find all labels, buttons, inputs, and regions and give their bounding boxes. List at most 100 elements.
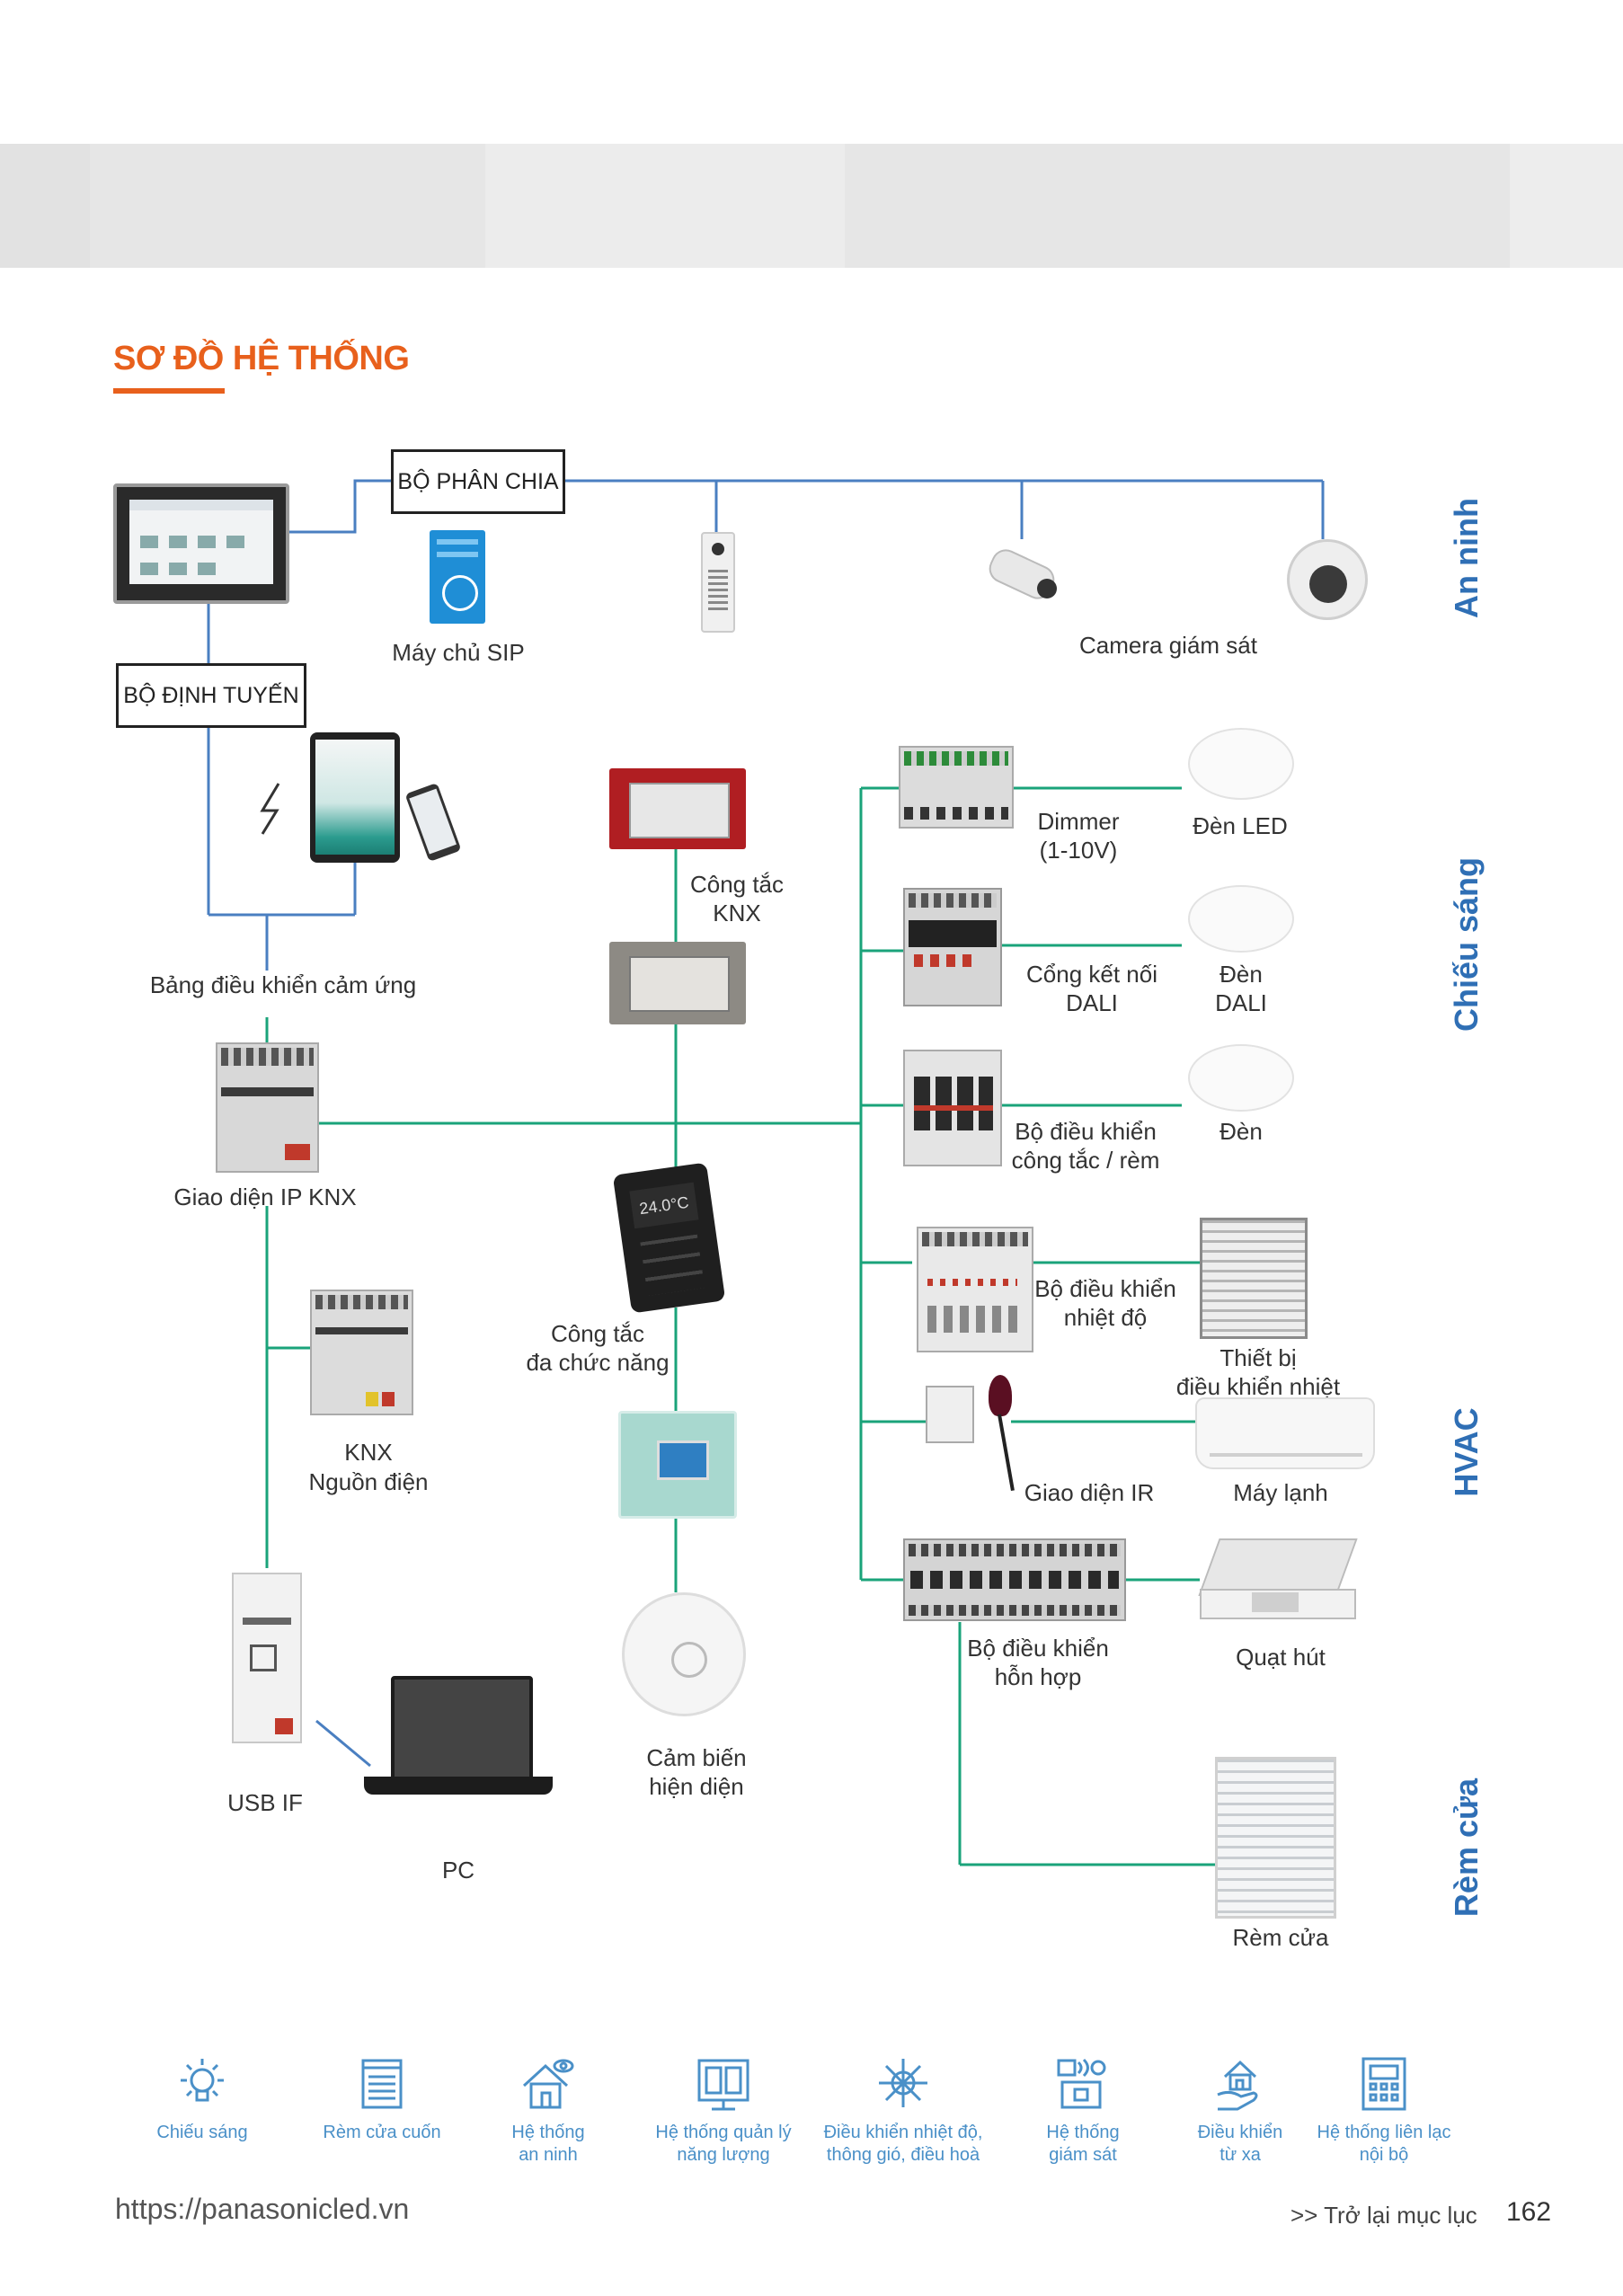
- pc-label: PC: [441, 1857, 475, 1884]
- bullet-camera-icon: [980, 539, 1065, 611]
- energy-meter-icon: [697, 2059, 749, 2111]
- knx-bus-lines: [265, 786, 1215, 1866]
- tablet-icon: [310, 732, 400, 863]
- router-box: BỘ ĐỊNH TUYẾN: [116, 663, 306, 728]
- lamp-icon: [1188, 1044, 1294, 1112]
- camera-monitor-icon: [1057, 2058, 1106, 2109]
- feature-lighting: Chiếu sáng: [117, 2053, 288, 2144]
- mixed-label-1: Bộ điều khiển: [967, 1635, 1109, 1662]
- dali-gateway-label-1: Cổng kết nối: [1026, 961, 1157, 988]
- touch-panel-label: Bảng điều khiển cảm ứng: [149, 971, 417, 998]
- presence-label-1: Cảm biến: [646, 1744, 747, 1771]
- remote-hand-house-icon: [1217, 2060, 1258, 2111]
- dali-lamp-icon: [1188, 885, 1294, 953]
- feature-label-3: Hệ thống: [511, 2123, 585, 2142]
- feature-label-7: Điều khiển: [1197, 2123, 1283, 2142]
- section-title: SƠ ĐỒ HỆ THỐNG: [113, 340, 410, 377]
- cassette-fan-icon: [1198, 1538, 1358, 1628]
- feature-label-4: Hệ thống quản lý: [655, 2123, 792, 2142]
- knx-switch-label-1: Công tắc: [689, 871, 785, 898]
- fan-label: Quạt hút: [1236, 1644, 1326, 1671]
- thermostat-display: 24.0°C: [629, 1182, 699, 1229]
- presence-label-2: hiện diện: [649, 1773, 744, 1800]
- dimmer-label-2: (1-10V): [1039, 837, 1118, 864]
- knx-power-label-2: Nguồn điện: [308, 1468, 429, 1495]
- knx-switch-red-icon: [609, 768, 746, 849]
- intercom-icon: [1361, 2057, 1406, 2111]
- page-number: 162: [1506, 2197, 1552, 2227]
- feature-label-5: Điều khiển nhiệt độ,: [823, 2123, 983, 2142]
- touch-panel-screen: [113, 483, 289, 604]
- dali-gateway-label-2: DALI: [1066, 989, 1118, 1016]
- feature-label-2: Rèm cửa cuốn: [323, 2123, 441, 2142]
- dimmer-device-icon: [899, 746, 1014, 829]
- feature-surveillance: Hệ thống giám sát: [998, 2053, 1168, 2167]
- temp-ctrl-label-1: Bộ điều khiển: [1034, 1275, 1176, 1302]
- lamp-label: Đèn: [1219, 1118, 1263, 1145]
- ac-label: Máy lạnh: [1233, 1479, 1328, 1506]
- switch-ctrl-label-1: Bộ điều khiển: [1015, 1118, 1157, 1145]
- window-curtain-icon: [1215, 1757, 1336, 1919]
- multifunction-switch-icon: 24.0°C: [612, 1162, 726, 1314]
- back-to-contents-link[interactable]: >> Trở lại mục lục: [1290, 2202, 1477, 2229]
- side-label-hvac: HVAC: [1448, 1407, 1485, 1497]
- feature-label-8: Hệ thống liên lạc: [1317, 2123, 1451, 2142]
- dali-lamp-label-2: DALI: [1215, 989, 1267, 1016]
- light-bulb-icon: [181, 2059, 224, 2102]
- mixed-label-2: hỗn hợp: [994, 1663, 1082, 1690]
- usb-if-label: USB IF: [227, 1789, 303, 1816]
- thermal-dev-label-2: điều khiển nhiệt: [1175, 1373, 1341, 1400]
- lightning-icon: [255, 782, 288, 836]
- air-conditioner-icon: [1195, 1397, 1375, 1469]
- ir-label: Giao diện IR: [1024, 1479, 1155, 1506]
- switch-ctrl-label-2: công tắc / rèm: [1011, 1147, 1160, 1174]
- side-label-curtain: Rèm cửa: [1448, 1777, 1485, 1918]
- feature-energy: Hệ thống quản lý năng lượng: [638, 2053, 809, 2167]
- presence-sensor-icon: [622, 1592, 746, 1716]
- roller-shutter-icon: [361, 2059, 403, 2109]
- title-underline: [113, 388, 225, 394]
- thermal-dev-label-1: Thiết bị: [1219, 1344, 1297, 1371]
- feature-security: Hệ thống an ninh: [463, 2053, 634, 2167]
- multi-switch-label-2: đa chức năng: [526, 1349, 670, 1376]
- dome-camera-icon: [1287, 539, 1368, 620]
- room-controller-icon: [618, 1411, 737, 1519]
- sip-server-icon: [430, 530, 485, 624]
- led-label: Đèn LED: [1193, 812, 1288, 839]
- camera-label: Camera giám sát: [1079, 632, 1257, 659]
- feature-label-6: Hệ thống: [1046, 2123, 1120, 2142]
- knx-ip-label: Giao diện IP KNX: [173, 1183, 357, 1210]
- splitter-box: BỘ PHÂN CHIA: [391, 449, 565, 514]
- knx-power-supply-icon: [310, 1290, 413, 1415]
- footer-url-link[interactable]: https://panasonicled.vn: [115, 2193, 410, 2225]
- side-label-security: An ninh: [1448, 498, 1485, 618]
- temp-ctrl-label-2: nhiệt độ: [1063, 1304, 1148, 1331]
- knx-switch-grey-icon: [609, 942, 746, 1024]
- temperature-controller-icon: [917, 1227, 1033, 1352]
- door-intercom-icon: [701, 532, 735, 633]
- knx-ip-interface-icon: [216, 1042, 319, 1173]
- feature-remote: Điều khiển từ xa: [1155, 2053, 1326, 2167]
- feature-roller-shutter: Rèm cửa cuốn: [297, 2053, 467, 2144]
- house-eye-icon: [522, 2059, 574, 2109]
- security-lines: [207, 479, 1325, 1768]
- dali-gateway-icon: [903, 888, 1002, 1006]
- curtain-label: Rèm cửa: [1232, 1924, 1329, 1951]
- feature-intercom: Hệ thống liên lạc nội bộ: [1299, 2053, 1469, 2167]
- usb-interface-icon: [232, 1573, 302, 1743]
- mixed-controller-icon: [903, 1538, 1126, 1621]
- ir-interface-icon: [926, 1375, 1024, 1501]
- thermal-actuator-icon: [1200, 1218, 1308, 1339]
- knx-switch-label-2: KNX: [713, 900, 761, 926]
- multi-switch-label-1: Công tắc: [550, 1320, 645, 1347]
- laptop-icon: [364, 1676, 553, 1820]
- climate-sun-snow-icon: [879, 2059, 927, 2107]
- header-banner: [0, 144, 1623, 268]
- dali-lamp-label-1: Đèn: [1219, 961, 1263, 988]
- sip-server-label: Máy chủ SIP: [392, 639, 525, 666]
- feature-label-1: Chiếu sáng: [156, 2123, 248, 2142]
- knx-power-label-1: KNX: [344, 1439, 393, 1466]
- dimmer-label-1: Dimmer: [1037, 808, 1120, 835]
- switch-actuator-icon: [903, 1050, 1002, 1166]
